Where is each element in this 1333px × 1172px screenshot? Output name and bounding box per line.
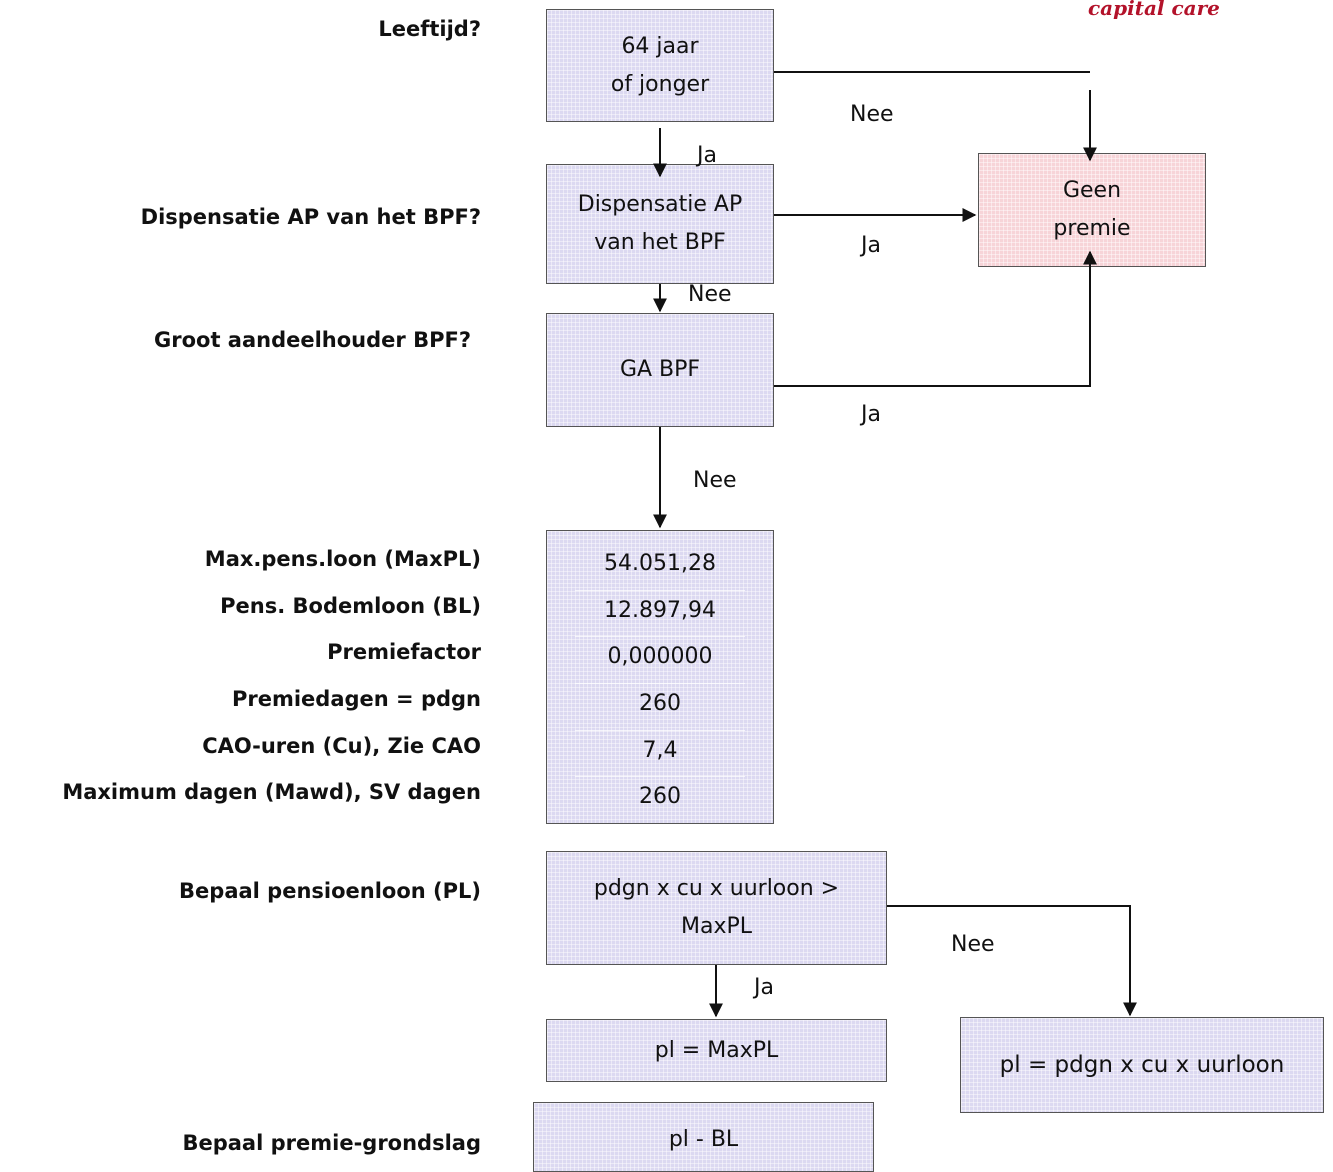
no-premium-line2: premie [1053, 216, 1131, 241]
question-determine-pl: Bepaal pensioenloon (PL) [179, 879, 481, 903]
age-box-line2: of jonger [610, 71, 710, 97]
basis-box: pl - BL [533, 1102, 874, 1172]
basis-label: pl - BL [668, 1127, 739, 1152]
arrow-ga-to-nopremium [774, 250, 1097, 387]
pl-check-line2: MaxPL [680, 914, 752, 939]
arrow-plcheck-to-plcalc [887, 905, 1137, 1017]
ga-bpf-box: GA BPF [546, 313, 774, 427]
question-determine-basis: Bepaal premie-grondslag [182, 1131, 481, 1155]
question-bottom-wage: Pens. Bodemloon (BL) [220, 594, 481, 618]
question-cao-hours: CAO-uren (Cu), Zie CAO [202, 734, 481, 758]
ga-bpf-label: GA BPF [619, 357, 701, 382]
value-maxpl: 54.051,28 [575, 544, 745, 591]
logo: capital care [1088, 0, 1220, 20]
value-premium-days: 260 [575, 684, 745, 731]
edge-age-no: Nee [850, 102, 894, 127]
question-dispensation: Dispensatie AP van het BPF? [140, 205, 481, 229]
age-box-line1: 64 jaar [621, 33, 699, 59]
question-maxpl: Max.pens.loon (MaxPL) [204, 547, 481, 571]
edge-disp-no: Nee [688, 282, 732, 307]
edge-age-yes: Ja [697, 143, 717, 168]
question-max-days: Maximum dagen (Mawd), SV dagen [62, 780, 481, 804]
no-premium-line1: Geen [1062, 178, 1122, 203]
values-box: 54.051,28 12.897,94 0,000000 260 7,4 260 [546, 530, 774, 824]
age-box: 64 jaar of jonger [546, 9, 774, 122]
question-premium-factor: Premiefactor [327, 640, 481, 664]
edge-ga-no: Nee [693, 468, 737, 493]
pl-check-box: pdgn x cu x uurloon > MaxPL [546, 851, 887, 965]
edge-ga-yes: Ja [861, 402, 881, 427]
value-max-days: 260 [639, 784, 681, 810]
pl-max-label: pl = MaxPL [654, 1037, 779, 1063]
question-shareholder: Groot aandeelhouder BPF? [154, 328, 471, 352]
edge-pl-no: Nee [951, 932, 995, 957]
pl-max-box: pl = MaxPL [546, 1019, 887, 1082]
value-bottom-wage: 12.897,94 [575, 591, 745, 638]
edge-disp-yes: Ja [861, 233, 881, 258]
edge-pl-yes: Ja [754, 975, 774, 1000]
value-premium-factor: 0,000000 [575, 637, 745, 685]
dispensation-box: Dispensatie AP van het BPF [546, 164, 774, 284]
pl-calc-box: pl = pdgn x cu x uurloon [960, 1017, 1324, 1113]
no-premium-box: Geen premie [978, 153, 1206, 267]
dispensation-box-line1: Dispensatie AP [577, 192, 743, 217]
question-age: Leeftijd? [378, 17, 481, 41]
dispensation-box-line2: van het BPF [594, 230, 726, 255]
pl-check-line1: pdgn x cu x uurloon > [593, 876, 840, 901]
question-premium-days: Premiedagen = pdgn [231, 687, 481, 711]
pl-calc-label: pl = pdgn x cu x uurloon [999, 1052, 1285, 1078]
value-cao-hours: 7,4 [575, 731, 745, 778]
